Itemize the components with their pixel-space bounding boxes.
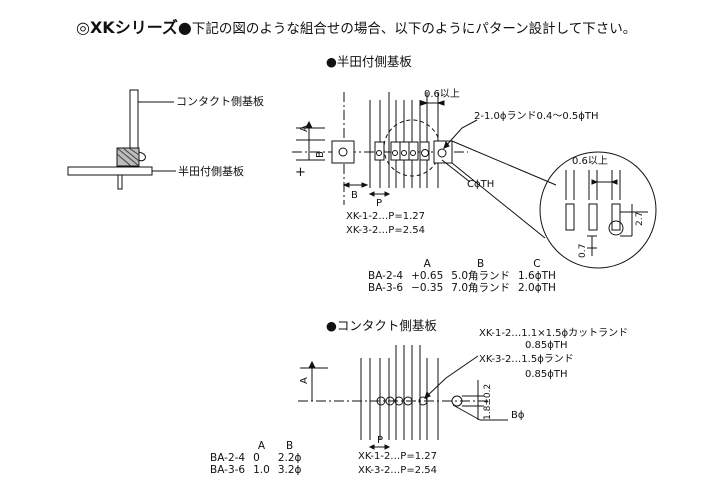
solder-dim-p: P	[376, 198, 383, 209]
contact-board-label: コンタクト側基板	[176, 95, 264, 108]
contact-table-header: A B	[206, 440, 305, 452]
contact-pitch-2: XK-3-2…P=2.54	[358, 465, 437, 476]
table-header-cell: A	[423, 258, 431, 270]
solder-dim-b-vert: B	[315, 151, 326, 158]
contact-pitch-1: XK-1-2…P=1.27	[358, 451, 437, 462]
contact-dim-a: A	[299, 377, 310, 384]
solder-pitch-1: XK-1-2…P=1.27	[346, 211, 425, 222]
contact-dim-p: P	[377, 435, 384, 446]
solder-board-label: 半田付側基板	[178, 165, 244, 178]
contact-table: A B BA-2-4 0 2.2ϕ BA-3-6 1.0 3.2ϕ	[206, 440, 305, 476]
title-sub: 下記の図のような組合せの場合、以下のようにパターン設計して下さい。	[191, 21, 637, 37]
zoom-detail	[540, 152, 656, 268]
page-title: ◎XKシリーズ●下記の図のような組合せの場合、以下のようにパターン設計して下さい…	[76, 20, 636, 37]
table-header-cell	[364, 258, 407, 270]
table-cell: 3.2ϕ	[277, 464, 302, 476]
contact-heading: ●コンタクト側基板	[326, 318, 437, 333]
solder-table: A B C BA-2-4 +0.65 5.0角ランド 1.6ϕTH BA-3-6…	[364, 258, 560, 294]
table-cell: 0	[253, 452, 260, 464]
table-row: BA-3-6 −0.35 7.0角ランド 2.0ϕTH	[364, 282, 560, 294]
contact-dim-1.8: 1.8±0.2	[483, 383, 493, 420]
solder-heading: ●半田付側基板	[326, 54, 412, 69]
zoom-dim-2.7: 2.7	[635, 211, 645, 226]
solder-table-header: A B C	[364, 258, 560, 270]
table-cell: 5.0角ランド	[451, 270, 510, 282]
table-header-cell: C	[533, 258, 541, 270]
contact-note-1b: 0.85ϕTH	[525, 340, 568, 351]
table-header-cell: B	[477, 258, 485, 270]
table-cell: 1.0	[253, 464, 270, 476]
table-cell: 7.0角ランド	[451, 282, 510, 294]
c-th-label: CϕTH	[467, 179, 495, 190]
table-cell: 2.2ϕ	[277, 452, 302, 464]
solder-dim-b: B	[351, 190, 358, 201]
contact-note-2a: XK-3-2…1.5ϕランド	[479, 354, 574, 365]
side-view	[68, 90, 176, 189]
table-header-cell	[206, 440, 249, 452]
land-row	[375, 142, 429, 160]
solder-dim-0.6: 0.6以上	[424, 89, 460, 100]
contact-top-view	[298, 345, 508, 449]
contact-note-2b: 0.85ϕTH	[525, 369, 568, 380]
table-header-cell: B	[286, 440, 294, 452]
table-cell: BA-2-4	[368, 270, 404, 282]
solder-dim-a: A	[299, 125, 310, 132]
table-cell: BA-3-6	[368, 282, 404, 294]
table-row: BA-3-6 1.0 3.2ϕ	[206, 464, 305, 476]
zoom-dim-0.6: 0.6以上	[572, 156, 608, 167]
table-cell: −0.35	[411, 282, 444, 294]
title-main: ◎XKシリーズ●	[76, 18, 192, 37]
table-cell: BA-3-6	[210, 464, 246, 476]
table-cell: 2.0ϕTH	[518, 282, 556, 294]
b-phi-label: Bϕ	[511, 410, 525, 421]
solder-pitch-2: XK-3-2…P=2.54	[346, 225, 425, 236]
zoom-dim-0.7: 0.7	[578, 243, 588, 258]
table-header-cell: A	[257, 440, 266, 452]
solder-board	[68, 167, 152, 175]
contact-note-1a: XK-1-2…1.1×1.5ϕカットランド	[479, 328, 629, 339]
table-cell: BA-2-4	[210, 452, 246, 464]
solder-top-view	[292, 92, 556, 238]
table-row: BA-2-4 0 2.2ϕ	[206, 452, 305, 464]
table-cell: 1.6ϕTH	[518, 270, 556, 282]
land-note: 2-1.0ϕランド0.4〜0.5ϕTH	[474, 111, 599, 122]
table-cell: +0.65	[411, 270, 444, 282]
plus-mark: +	[295, 165, 306, 180]
table-row: BA-2-4 +0.65 5.0角ランド 1.6ϕTH	[364, 270, 560, 282]
